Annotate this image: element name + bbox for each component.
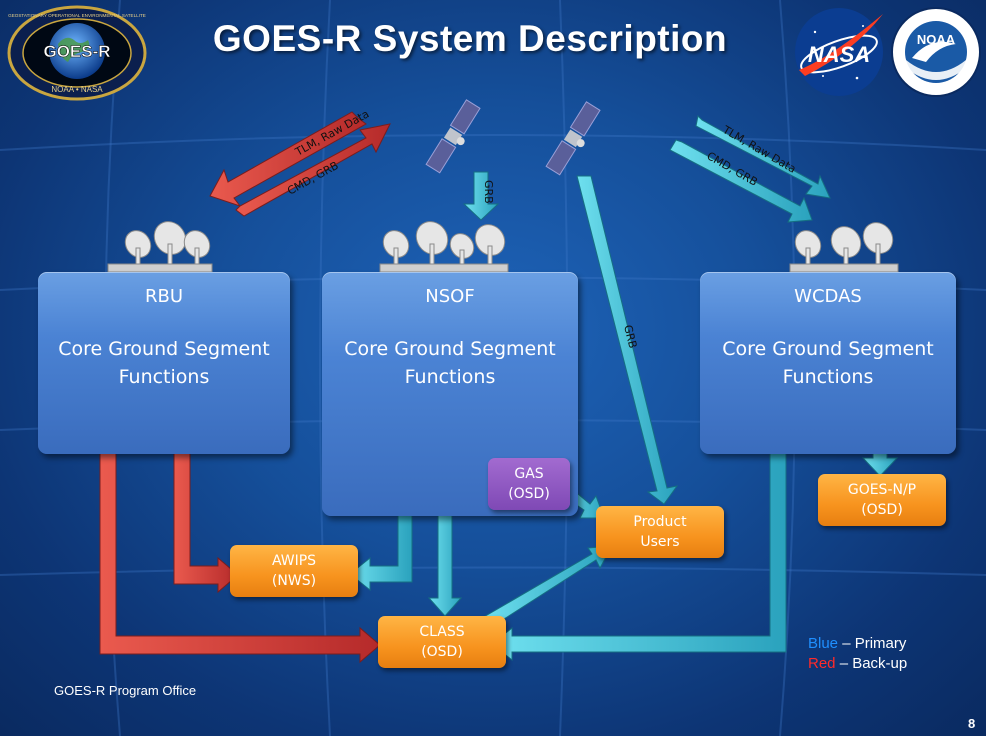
site-name: WCDAS bbox=[794, 286, 862, 307]
node-label-line1: Product bbox=[633, 514, 687, 530]
svg-text:GOES-R: GOES-R bbox=[43, 42, 110, 61]
site-name: RBU bbox=[144, 286, 184, 307]
antenna-dishes-wcdas-icon bbox=[789, 222, 899, 273]
page-title: GOES-R System Description bbox=[212, 18, 728, 59]
site-function: Core Ground Segment Functions bbox=[344, 338, 556, 388]
node-label-line2: (OSD) bbox=[508, 486, 550, 502]
goes-r-logo: GOES-R NOAA • NASA GEOSTATIONARY OPERATI… bbox=[7, 5, 147, 101]
legend: Blue – Primary Red – Back-up bbox=[808, 634, 907, 674]
node-label-line1: GAS bbox=[514, 466, 544, 482]
grb-downlink-arrow-users bbox=[576, 175, 679, 505]
node-product-users: Product Users bbox=[596, 506, 724, 558]
node-label-line2: (OSD) bbox=[861, 502, 903, 518]
node-label-line1: GOES-N/P bbox=[847, 482, 917, 498]
legend-primary: Blue – Primary bbox=[808, 634, 907, 654]
antenna-dishes-nsof-icon bbox=[379, 221, 509, 273]
grb-downlink-arrow-nsof bbox=[462, 171, 500, 221]
wcdas-satellite-link-arrows bbox=[669, 114, 831, 223]
node-label-line1: AWIPS bbox=[271, 553, 317, 569]
node-gas: GAS (OSD) bbox=[488, 458, 570, 510]
legend-blue-word: Blue bbox=[808, 635, 839, 652]
svg-text:NOAA • NASA: NOAA • NASA bbox=[51, 85, 103, 94]
grb-label-users: GRB bbox=[621, 324, 639, 350]
svg-text:NOAA: NOAA bbox=[917, 32, 956, 47]
node-label-line2: Users bbox=[640, 534, 680, 550]
legend-backup: Red – Back-up bbox=[808, 654, 907, 674]
node-label-line2: (NWS) bbox=[271, 573, 317, 589]
antenna-dishes-rbu-icon bbox=[107, 221, 213, 273]
svg-text:NASA: NASA bbox=[808, 42, 870, 67]
rbu-to-awips-arrow bbox=[173, 421, 239, 594]
noaa-logo: NOAA bbox=[891, 7, 981, 97]
site-function: Core Ground Segment Functions bbox=[722, 338, 934, 388]
site-box-nsof: NSOF Core Ground Segment Functions bbox=[322, 272, 578, 516]
nsof-to-awips-arrow bbox=[349, 499, 413, 592]
legend-backup-text: – Back-up bbox=[835, 655, 908, 672]
node-label-line1: CLASS bbox=[419, 624, 465, 640]
node-class: CLASS (OSD) bbox=[378, 616, 506, 668]
site-box-rbu: RBU Core Ground Segment Functions bbox=[38, 272, 290, 454]
grb-label-nsof: GRB bbox=[482, 180, 495, 204]
svg-text:GEOSTATIONARY OPERATIONAL ENVI: GEOSTATIONARY OPERATIONAL ENVIRONMENTAL … bbox=[8, 13, 146, 18]
legend-red-word: Red bbox=[808, 655, 836, 672]
page-number: 8 bbox=[968, 716, 976, 731]
rbu-to-class-arrow bbox=[99, 421, 381, 664]
nasa-logo: NASA bbox=[795, 8, 883, 96]
site-function: Core Ground Segment Functions bbox=[58, 338, 270, 388]
site-box-wcdas: WCDAS Core Ground Segment Functions bbox=[700, 272, 956, 454]
node-goes-np: GOES-N/P (OSD) bbox=[818, 474, 946, 526]
satellite-right-icon bbox=[545, 101, 601, 176]
rbu-satellite-link-arrows bbox=[209, 111, 391, 217]
legend-primary-text: – Primary bbox=[838, 635, 907, 652]
footer-program-office: GOES-R Program Office bbox=[54, 683, 197, 698]
node-awips: AWIPS (NWS) bbox=[230, 545, 358, 597]
node-label-line2: (OSD) bbox=[421, 644, 463, 660]
nsof-to-class-arrow bbox=[427, 499, 463, 617]
satellite-left-icon bbox=[425, 99, 481, 174]
site-name: NSOF bbox=[425, 286, 475, 307]
